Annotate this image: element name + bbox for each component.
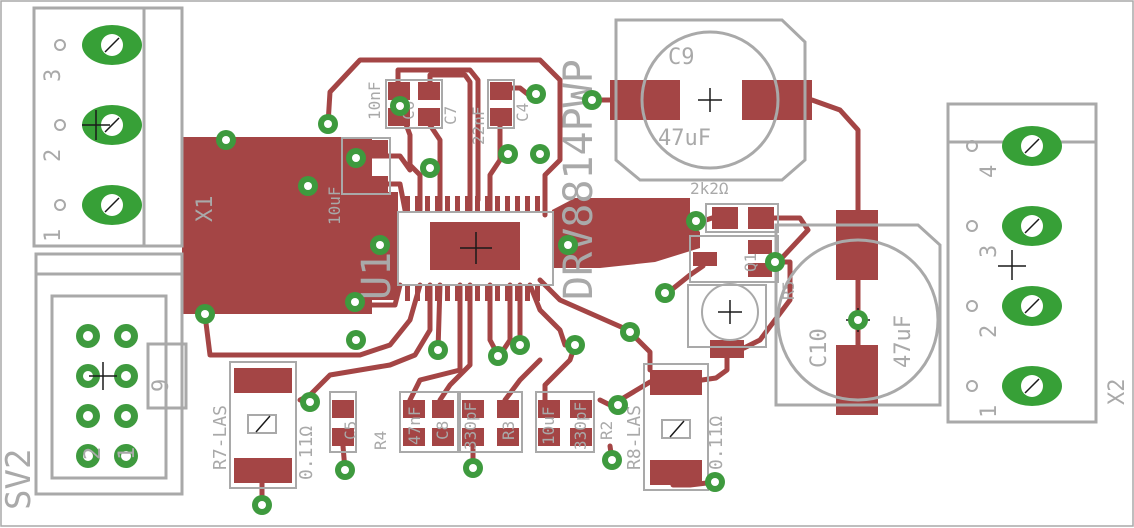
x2-pad: [966, 126, 1062, 166]
connector-x2[interactable]: 4 3 2 1 X2: [946, 102, 1130, 424]
via: [345, 292, 365, 312]
sv2-pad: [76, 444, 100, 468]
r7-label: R7-LAS: [210, 405, 231, 470]
c9-value: 47uF: [658, 126, 711, 151]
label-22nf: 22nF: [469, 106, 488, 145]
label-r5: R5: [779, 281, 798, 300]
via: [370, 235, 390, 255]
x1-pad: [54, 185, 142, 225]
x2-pin-1: 1: [977, 405, 1002, 418]
via: [420, 158, 440, 178]
via: [488, 346, 508, 366]
via: [765, 252, 785, 272]
x1-pad: [54, 105, 142, 145]
x1-label: X1: [193, 196, 218, 223]
via: [216, 130, 236, 150]
via: [498, 144, 518, 164]
x2-label: X2: [1105, 379, 1130, 406]
via: [252, 495, 272, 515]
via: [526, 84, 546, 104]
sv2-pad: [114, 444, 138, 468]
via: [608, 395, 628, 415]
via: [565, 335, 585, 355]
sv2-label: SV2: [0, 449, 39, 510]
connector-x1[interactable]: 3 2 1 X1: [32, 6, 218, 248]
r7-value: 0.11Ω: [296, 426, 317, 480]
via: [620, 322, 640, 342]
x2-pad: [966, 286, 1062, 326]
via: [558, 235, 578, 255]
r8-label: R8-LAS: [624, 405, 645, 470]
x2-pin-3: 3: [977, 245, 1002, 258]
x2-pad: [966, 206, 1062, 246]
via: [346, 148, 366, 168]
via: [510, 335, 530, 355]
sv2-pad: [76, 404, 100, 428]
via: [195, 304, 215, 324]
x1-pin-1: 1: [41, 229, 66, 242]
label-10uf: 10uF: [325, 186, 344, 225]
connector-sv2[interactable]: 9 2 1 SV2: [0, 252, 188, 510]
sv2-pad: [114, 364, 138, 388]
sv2-pad: [76, 324, 100, 348]
sv2-pad: [114, 324, 138, 348]
label-10nf: 10nF: [365, 81, 384, 120]
via: [300, 392, 320, 412]
via: [346, 330, 366, 350]
via: [705, 472, 725, 492]
x1-pin-3: 3: [41, 69, 66, 82]
smd-labels: 10nF 10uF C6 C7 22nF C4 2k2Ω Q1 R5 C5 R4…: [325, 79, 798, 453]
label-47nf: 47nF: [405, 406, 424, 445]
sv2-pad: [114, 404, 138, 428]
vias: [195, 84, 868, 515]
resistor-r8[interactable]: R8-LAS 0.11Ω: [624, 363, 727, 491]
label-10uf-b: 10uF: [539, 406, 558, 445]
label-c8: C8: [433, 421, 452, 440]
via: [848, 310, 868, 330]
u1-label: U1: [354, 252, 400, 300]
via: [463, 458, 483, 478]
via: [602, 450, 622, 470]
c9-name: C9: [668, 45, 695, 70]
via: [530, 144, 550, 164]
capacitor-c9[interactable]: C9 47uF: [614, 18, 807, 182]
via: [428, 340, 448, 360]
x2-pin-2: 2: [977, 325, 1002, 338]
label-330pf-b: 330pF: [571, 402, 590, 450]
via: [298, 176, 318, 196]
x2-pin-4: 4: [977, 165, 1002, 178]
via: [318, 114, 338, 134]
label-r2: R2: [597, 421, 616, 440]
label-330pf-a: 330pF: [461, 402, 480, 450]
capacitor-c10[interactable]: C10 47uF: [774, 223, 942, 407]
sv2-pin1: 1: [115, 447, 140, 460]
r8-value: 0.11Ω: [706, 416, 727, 470]
resistor-r7[interactable]: R7-LAS 0.11Ω: [210, 361, 317, 489]
via: [686, 211, 706, 231]
x1-pin-2: 2: [41, 149, 66, 162]
via: [655, 283, 675, 303]
via: [390, 96, 410, 116]
c10-value: 47uF: [891, 315, 916, 368]
x2-pad: [966, 366, 1062, 406]
via: [582, 90, 602, 110]
c10-name: C10: [807, 328, 832, 368]
label-q1: Q1: [741, 253, 760, 272]
x1-pad: [54, 25, 142, 65]
label-c4: C4: [513, 103, 532, 122]
label-c7: C7: [441, 106, 460, 125]
sv2-pin2: 2: [81, 447, 106, 460]
label-c5: C5: [341, 421, 360, 440]
via: [335, 460, 355, 480]
sv2-pin9: 9: [149, 379, 174, 392]
sv2-pad: [76, 364, 100, 388]
label-r4: R4: [371, 431, 390, 450]
label-2k2: 2k2Ω: [690, 179, 729, 198]
label-r3: R3: [499, 421, 518, 440]
